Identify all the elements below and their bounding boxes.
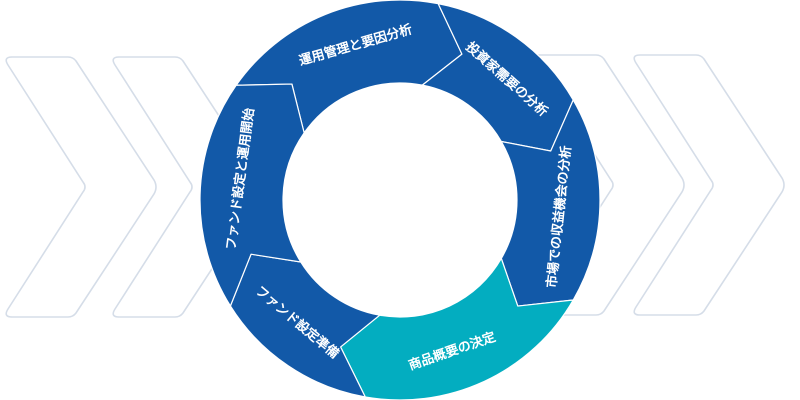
ring-segment-6[interactable]	[199, 83, 305, 307]
decorative-chevrons-right	[533, 54, 785, 316]
chevron-outline	[5, 56, 157, 318]
cycle-ring	[199, 0, 601, 400]
chevron-outline	[112, 56, 264, 318]
decorative-chevrons-left	[5, 56, 264, 318]
chevron-outline	[533, 54, 685, 316]
chevron-outline	[633, 54, 785, 316]
